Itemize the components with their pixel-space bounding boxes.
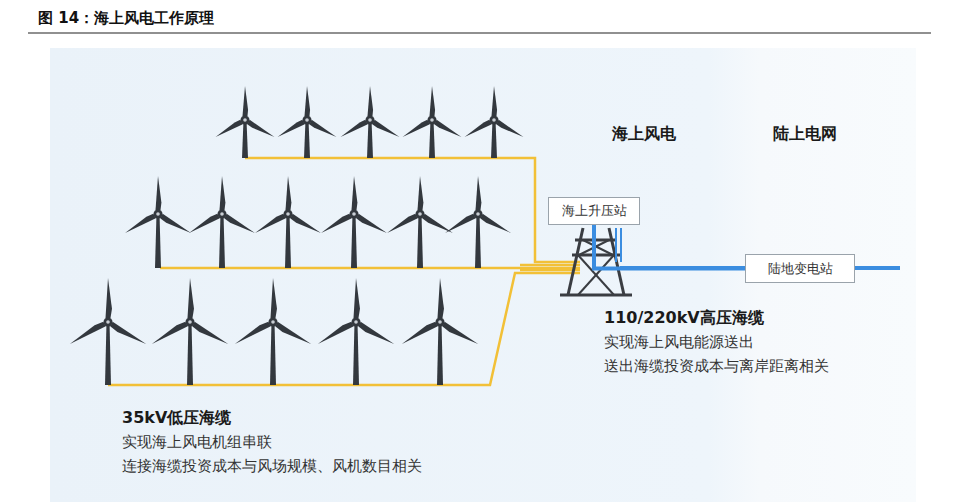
cable-note: 实现海上风电机组串联 (122, 433, 272, 452)
turbine (255, 176, 321, 268)
turbine (125, 176, 191, 268)
turbine (445, 176, 511, 268)
background-panel (50, 48, 916, 502)
turbine (318, 278, 394, 385)
turbine (278, 86, 337, 158)
turbine (403, 86, 462, 158)
turbine (465, 86, 524, 158)
transmission-cable (594, 225, 745, 269)
cable-note: 送出海缆投资成本与离岸距离相关 (604, 357, 829, 376)
low-voltage-cables (108, 158, 580, 385)
cable-heading: 110/220kV高压海缆 (604, 308, 764, 329)
station-box: 陆地变电站 (745, 254, 855, 283)
wind-turbines (70, 86, 524, 385)
turbine (321, 176, 387, 268)
turbine (152, 278, 228, 385)
title-rule (28, 32, 931, 33)
station-name: 海上升压站 (562, 202, 627, 220)
cable-note: 实现海上风电能源送出 (604, 333, 754, 352)
figure-title: 图 14：海上风电工作原理 (38, 9, 214, 28)
turbine (387, 176, 453, 268)
region-label: 陆上电网 (773, 124, 837, 145)
turbine (341, 86, 400, 158)
station-name: 陆地变电站 (768, 260, 833, 278)
turbine (70, 278, 146, 385)
region-label: 海上风电 (612, 124, 676, 145)
cable-heading: 35kV低压海缆 (122, 408, 231, 429)
tower-blue-cables (616, 228, 621, 262)
turbine (402, 278, 478, 385)
station-box: 海上升压站 (548, 197, 640, 225)
turbine (216, 86, 275, 158)
cable-note: 连接海缆投资成本与风场规模、风机数目相关 (122, 457, 422, 476)
turbine (235, 278, 311, 385)
turbine (189, 176, 255, 268)
